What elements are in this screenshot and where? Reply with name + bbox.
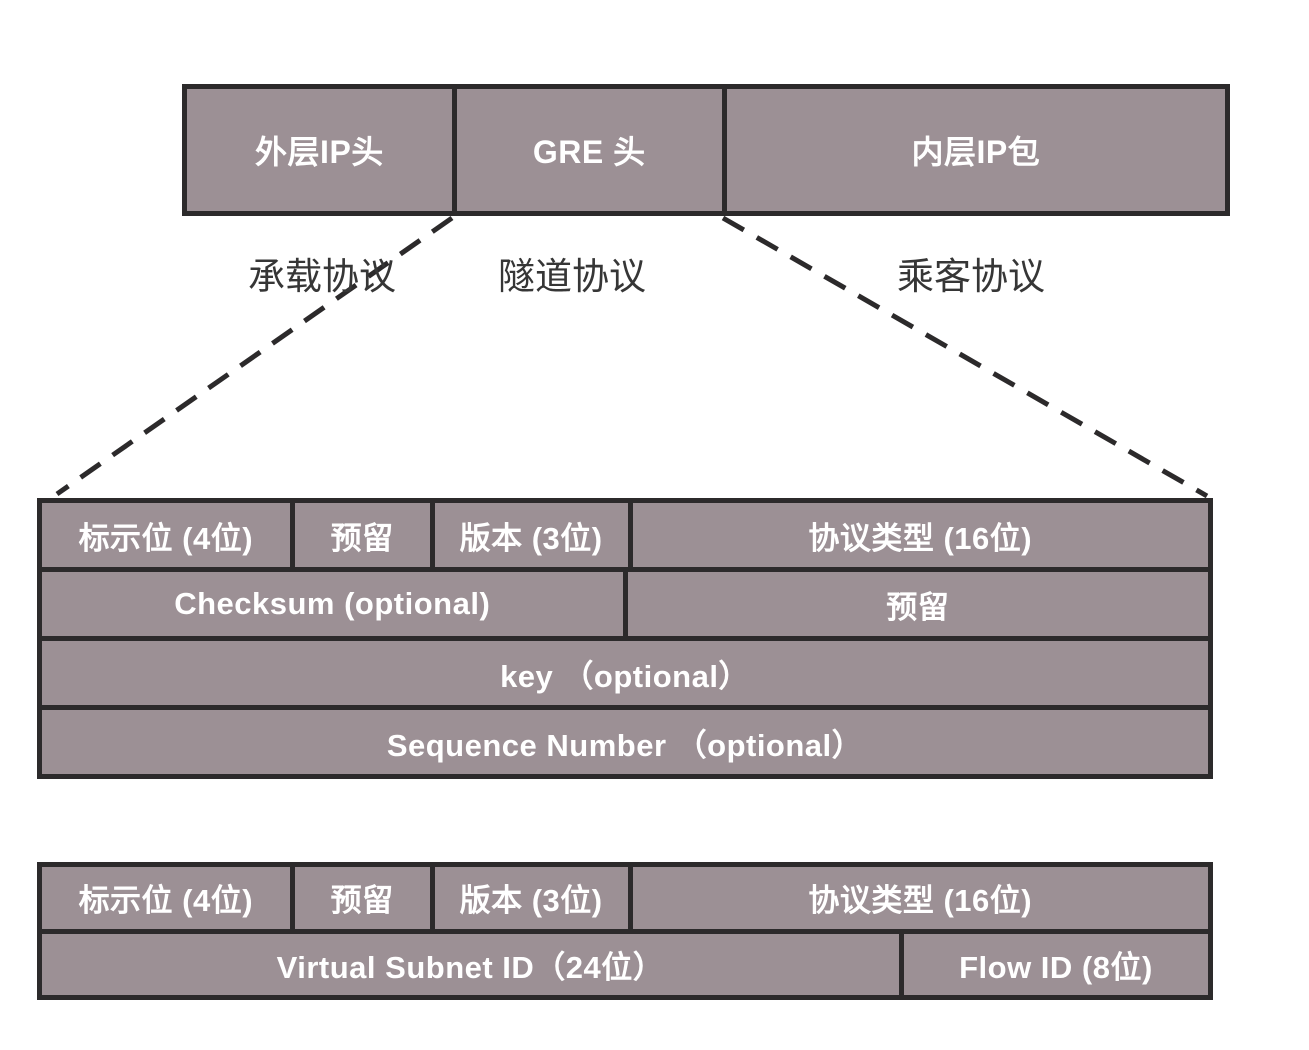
gre-header-row-2: Checksum (optional) 预留 — [42, 572, 1208, 636]
nvgre-version-field: 版本 (3位) — [434, 867, 628, 929]
gre-header-table: 标示位 (4位) 预留 版本 (3位) 协议类型 (16位) Checksum … — [37, 498, 1213, 779]
version-field: 版本 (3位) — [434, 503, 628, 567]
protocol-type-field: 协议类型 (16位) — [632, 503, 1208, 567]
packet-overview: 外层IP头 GRE 头 内层IP包 — [182, 84, 1230, 216]
reserved2-field: 预留 — [627, 572, 1208, 636]
gre-header-row-3: key （optional） — [42, 641, 1208, 705]
tunnel-protocol-label: 隧道协议 — [498, 256, 646, 297]
nvgre-header-row-2: Virtual Subnet ID（24位） Flow ID (8位) — [42, 933, 1208, 995]
nvgre-flags-field: 标示位 (4位) — [42, 867, 290, 929]
virtual-subnet-id-field: Virtual Subnet ID（24位） — [42, 933, 899, 995]
gre-header-row-4: Sequence Number （optional） — [42, 710, 1208, 774]
flow-id-field: Flow ID (8位) — [903, 933, 1208, 995]
key-field: key （optional） — [42, 641, 1208, 705]
nvgre-header-table: 标示位 (4位) 预留 版本 (3位) 协议类型 (16位) Virtual S… — [37, 862, 1213, 1000]
sequence-number-field: Sequence Number （optional） — [42, 710, 1208, 774]
passenger-protocol-label: 乘客协议 — [897, 256, 1045, 297]
inner-ip-packet-cell: 内层IP包 — [726, 89, 1225, 211]
checksum-field: Checksum (optional) — [42, 572, 623, 636]
gre-header-row-1: 标示位 (4位) 预留 版本 (3位) 协议类型 (16位) — [42, 503, 1208, 567]
nvgre-reserved-field: 预留 — [294, 867, 430, 929]
packet-overview-row: 外层IP头 GRE 头 内层IP包 — [187, 89, 1225, 211]
flags-field: 标示位 (4位) — [42, 503, 290, 567]
nvgre-header-row-1: 标示位 (4位) 预留 版本 (3位) 协议类型 (16位) — [42, 867, 1208, 929]
outer-ip-header-cell: 外层IP头 — [187, 89, 452, 211]
nvgre-protocol-type-field: 协议类型 (16位) — [632, 867, 1208, 929]
gre-header-cell: GRE 头 — [456, 89, 722, 211]
reserved-field: 预留 — [294, 503, 430, 567]
carrier-protocol-label: 承载协议 — [248, 256, 396, 297]
